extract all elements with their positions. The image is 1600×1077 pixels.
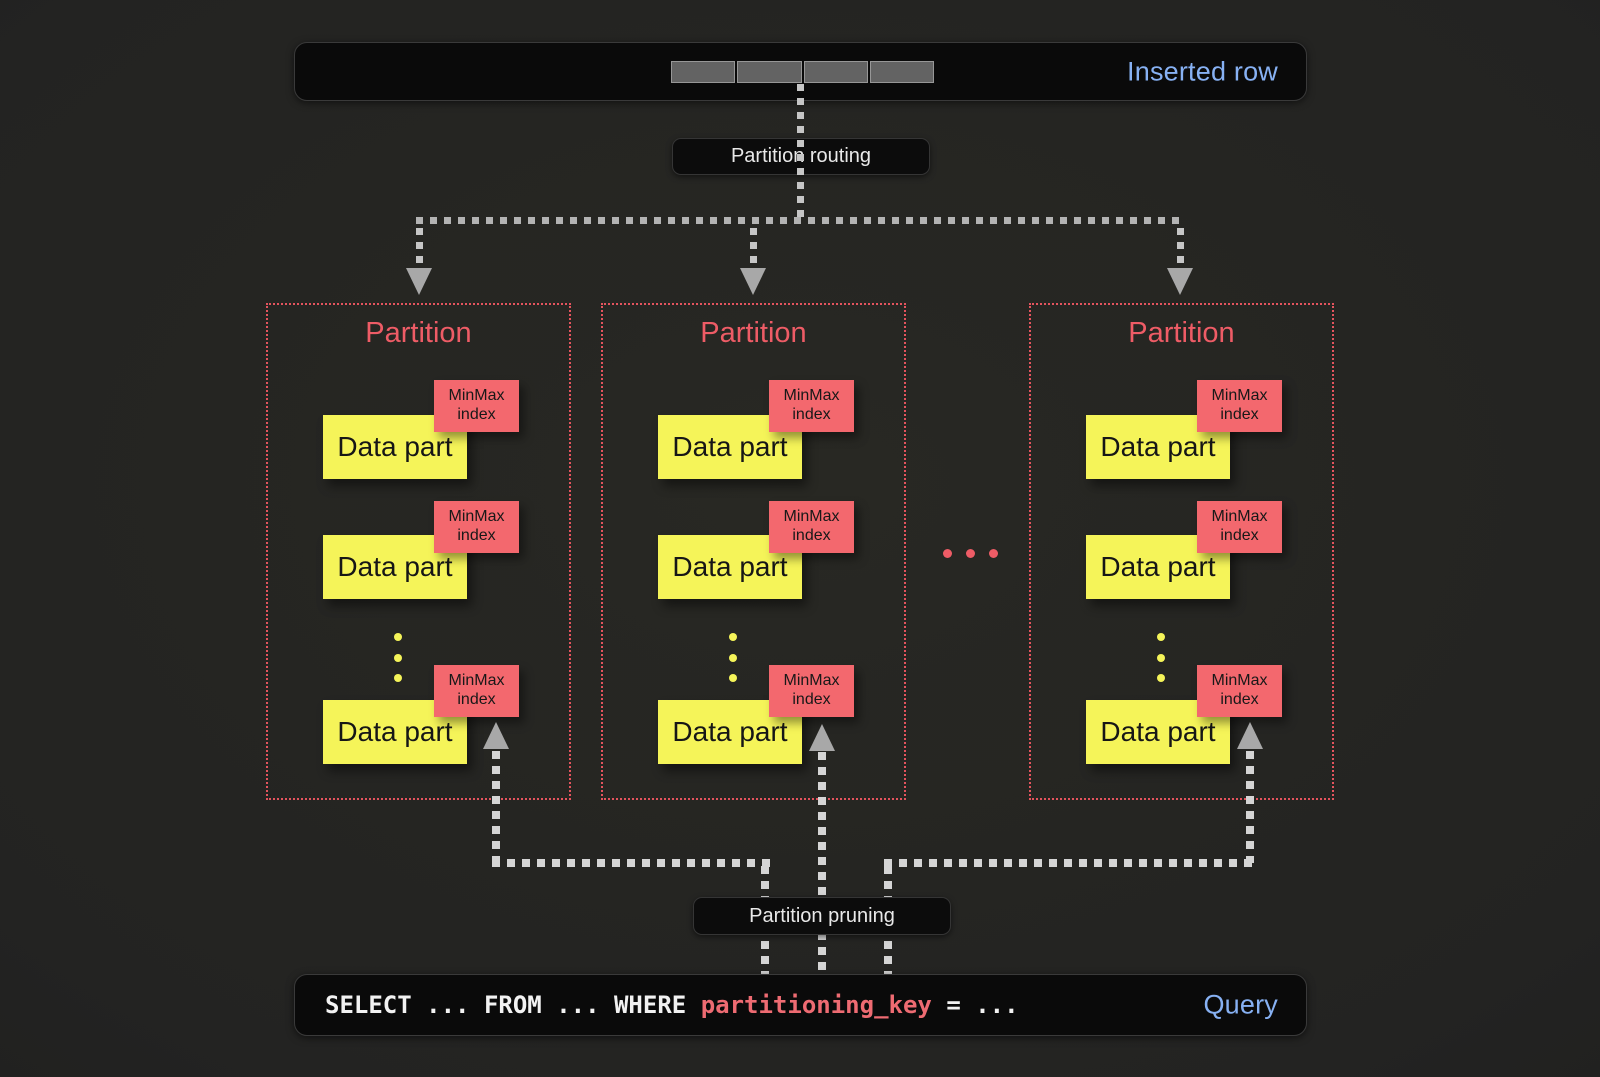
pruning-line-3-vertical <box>1246 751 1254 863</box>
more-parts-dot <box>729 633 737 641</box>
row-segment <box>671 61 736 83</box>
sql-partitioning-key: partitioning_key <box>700 991 932 1019</box>
row-segment <box>803 61 868 83</box>
row-segment <box>869 61 934 83</box>
more-parts-dot <box>394 633 402 641</box>
arrow-up-icon <box>809 724 835 751</box>
minmax-index-tag: MinMax index <box>1197 380 1282 432</box>
partition-box-1: Partition MinMax index Data part MinMax … <box>266 303 571 800</box>
arrow-down-icon <box>1167 268 1193 295</box>
routing-drop-line-2 <box>750 228 757 268</box>
inserted-row-segments <box>671 61 934 83</box>
routing-drop-line-3 <box>1177 228 1184 268</box>
pruning-line-1-horizontal <box>492 859 770 867</box>
partition-title: Partition <box>1128 317 1235 349</box>
more-partitions-dot <box>989 549 998 558</box>
routing-branch-line <box>416 217 1186 224</box>
sql-tail: = ... <box>931 991 1019 1019</box>
minmax-index-tag: MinMax index <box>1197 665 1282 717</box>
more-parts-dot <box>394 654 402 662</box>
more-parts-dot <box>1157 654 1165 662</box>
arrow-up-icon <box>483 722 509 749</box>
pruning-line-2-vertical <box>818 752 826 974</box>
row-segment <box>737 61 802 83</box>
pruning-line-3-horizontal <box>884 859 1254 867</box>
minmax-index-tag: MinMax index <box>769 665 854 717</box>
minmax-index-tag: MinMax index <box>769 501 854 553</box>
partition-title: Partition <box>365 317 472 349</box>
minmax-index-tag: MinMax index <box>434 501 519 553</box>
more-parts-dot <box>1157 633 1165 641</box>
minmax-index-tag: MinMax index <box>769 380 854 432</box>
pruning-line-1-vertical <box>492 751 500 863</box>
partition-box-2: Partition MinMax index Data part MinMax … <box>601 303 906 800</box>
more-parts-dot <box>394 674 402 682</box>
sql-select-clause: SELECT ... FROM ... WHERE <box>325 991 701 1019</box>
query-bar: SELECT ... FROM ... WHERE partitioning_k… <box>294 974 1307 1036</box>
pruning-badge-label: Partition pruning <box>749 904 895 927</box>
more-parts-dot <box>729 674 737 682</box>
arrow-down-icon <box>740 268 766 295</box>
partition-box-3: Partition MinMax index Data part MinMax … <box>1029 303 1334 800</box>
arrow-down-icon <box>406 268 432 295</box>
more-partitions-dot <box>943 549 952 558</box>
routing-drop-line-1 <box>416 228 423 268</box>
minmax-index-tag: MinMax index <box>434 665 519 717</box>
inserted-row-label: Inserted row <box>1127 56 1278 86</box>
minmax-index-tag: MinMax index <box>1197 501 1282 553</box>
more-parts-dot <box>1157 674 1165 682</box>
more-partitions-dot <box>966 549 975 558</box>
sql-query-text: SELECT ... FROM ... WHERE partitioning_k… <box>325 991 1019 1019</box>
routing-line-vertical <box>797 84 804 218</box>
minmax-index-tag: MinMax index <box>434 380 519 432</box>
arrow-up-icon <box>1237 722 1263 749</box>
partition-title: Partition <box>700 317 807 349</box>
partition-pruning-badge: Partition pruning <box>693 897 951 935</box>
query-label: Query <box>1203 989 1278 1020</box>
more-parts-dot <box>729 654 737 662</box>
